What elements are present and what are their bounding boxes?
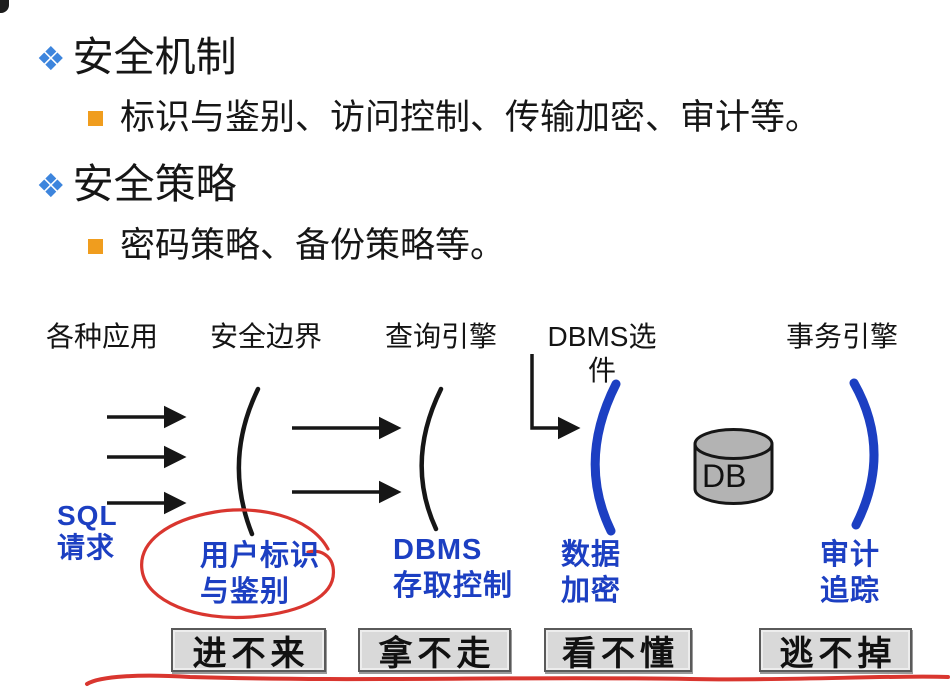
query-engine-arc	[419, 386, 444, 532]
red-underline-annotation	[85, 673, 950, 686]
result-box-cannot-escape: 逃不掉	[759, 628, 912, 673]
outline-item-policy-detail: 密码策略、备份策略等。	[88, 225, 505, 267]
outline-item-security-policy: ❖ 安全策略	[36, 160, 237, 208]
outline-item-security-mechanism: ❖ 安全机制	[36, 33, 237, 81]
column-label-dbms-option: DBMS选件	[547, 321, 657, 386]
diamond-bullet-icon: ❖	[36, 40, 66, 77]
audit-trail-arc	[849, 378, 879, 530]
result-box-cannot-enter: 进不来	[171, 628, 326, 673]
label-sql-request: SQL 请求	[57, 500, 118, 563]
column-label-transaction-engine: 事务引擎	[785, 321, 898, 352]
label-user-identification: 用户标识 与鉴别	[200, 540, 321, 608]
label-audit-trail: 审计 追踪	[820, 539, 881, 607]
column-label-applications: 各种应用	[45, 321, 158, 352]
outline-text: 安全策略	[72, 161, 237, 207]
db-cylinder: DB	[693, 428, 774, 505]
diamond-bullet-icon: ❖	[36, 167, 66, 204]
column-label-security-boundary: 安全边界	[209, 321, 322, 352]
outline-text: 标识与鉴别、访问控制、传输加密、审计等。	[120, 98, 821, 137]
outline-text: 安全机制	[72, 34, 237, 80]
db-label: DB	[702, 458, 746, 494]
data-encryption-arc	[590, 379, 621, 536]
outline-text: 密码策略、备份策略等。	[120, 226, 506, 265]
inner-arrows	[292, 416, 402, 504]
sql-request-arrows	[107, 405, 187, 515]
result-box-cannot-take: 拿不走	[358, 628, 511, 673]
result-box-cannot-read: 看不懂	[544, 628, 692, 673]
outline-item-mechanism-detail: 标识与鉴别、访问控制、传输加密、审计等。	[88, 97, 820, 139]
square-bullet-icon	[88, 239, 103, 254]
label-dbms-access-control: DBMS 存取控制	[393, 534, 514, 602]
square-bullet-icon	[88, 111, 103, 126]
corner-artifact	[0, 0, 9, 13]
column-label-query-engine: 查询引擎	[384, 321, 497, 352]
dbms-option-pointer-arrow	[530, 354, 581, 440]
security-boundary-arc	[236, 386, 261, 537]
label-data-encryption: 数据 加密	[561, 539, 622, 607]
